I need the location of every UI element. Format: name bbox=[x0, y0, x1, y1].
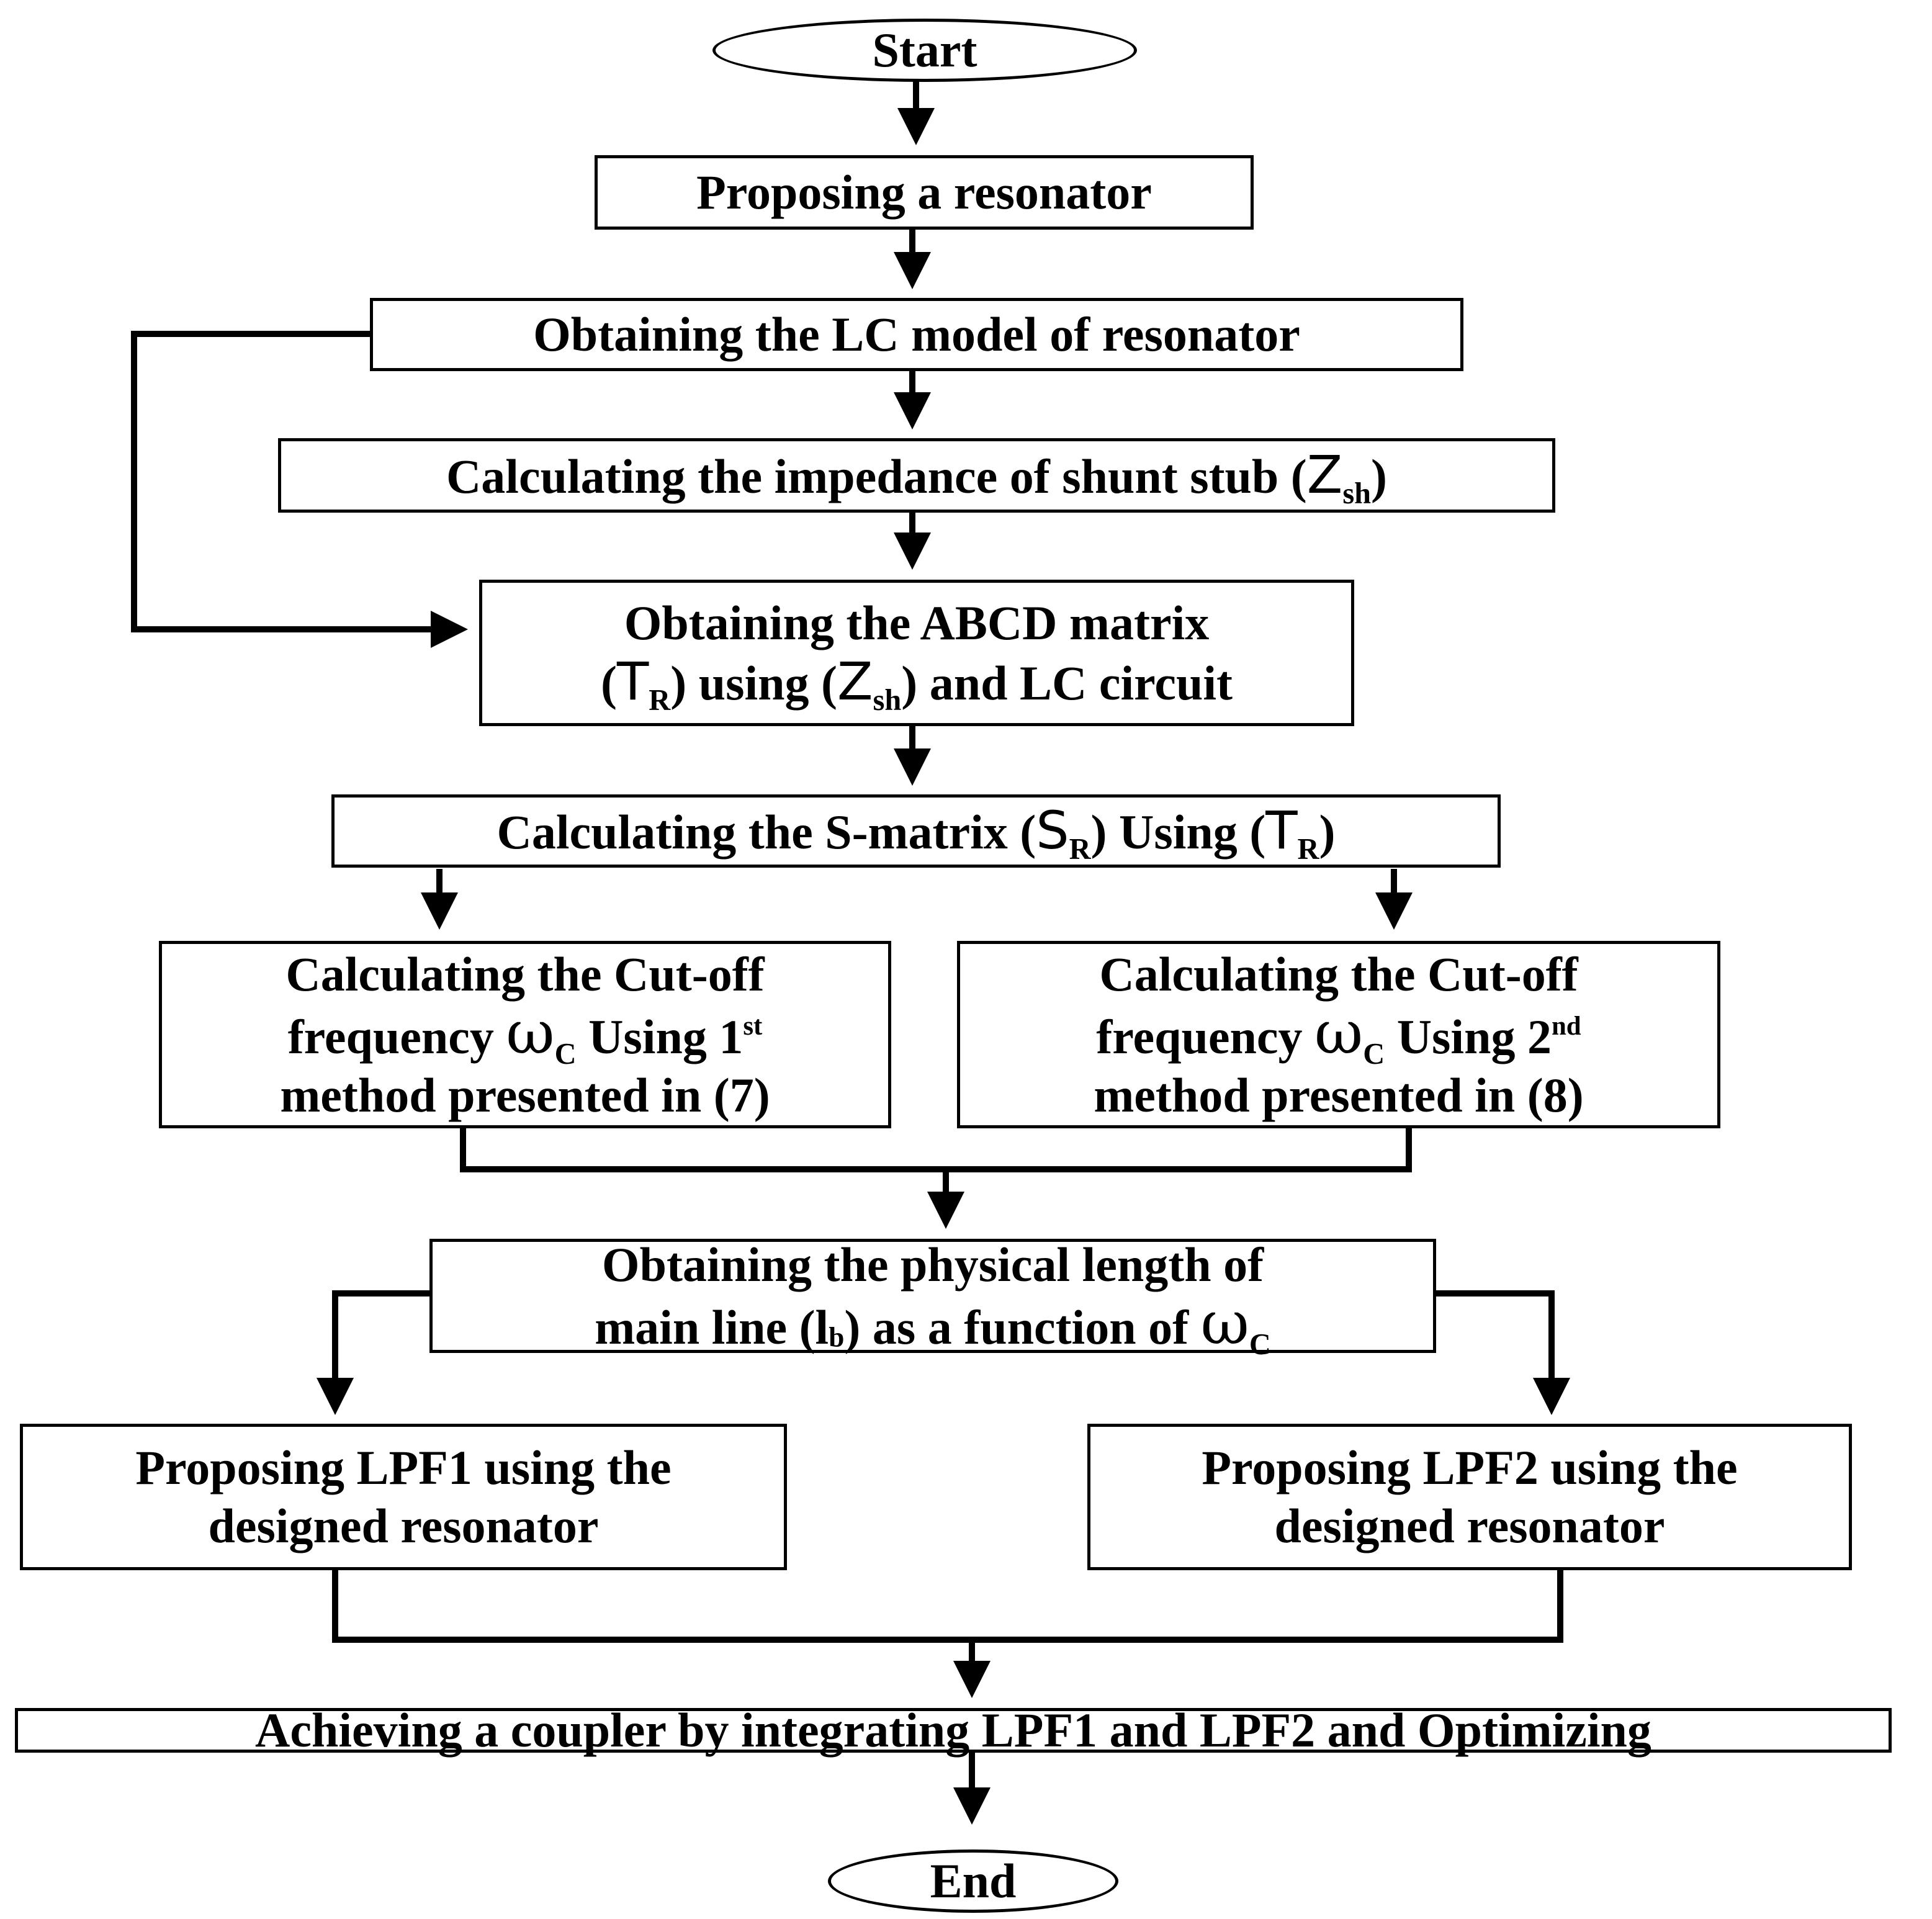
step-achieve-coupler-label: Achieving a coupler by integrating LPF1 … bbox=[255, 1703, 1651, 1757]
step-propose-resonator-label: Proposing a resonator bbox=[696, 165, 1152, 219]
step-physical-length: Obtaining the physical length of main li… bbox=[429, 1238, 1436, 1359]
arrow-step2-loop-to-step4 bbox=[131, 331, 468, 648]
step-s-matrix-label: Calculating the S-matrix (SR) Using (TR) bbox=[496, 799, 1336, 866]
step-lc-model-label: Obtaining the LC model of resonator bbox=[533, 307, 1300, 361]
step-s-matrix: Calculating the S-matrix (SR) Using (TR) bbox=[331, 794, 1501, 868]
step-propose-resonator: Proposing a resonator bbox=[595, 155, 1254, 230]
start-label: Start bbox=[872, 23, 977, 77]
step-abcd-matrix-label: Obtaining the ABCD matrix (TR) using (Zs… bbox=[601, 595, 1233, 717]
step-shunt-impedance-label: Calculating the impedance of shunt stub … bbox=[446, 444, 1388, 510]
arrow-step7-to-step8b bbox=[1436, 1290, 1570, 1415]
step-propose-lpf2-label: Proposing LPF2 using the designed resona… bbox=[1202, 1440, 1738, 1553]
step-propose-lpf2: Proposing LPF2 using the designed resona… bbox=[1087, 1424, 1852, 1570]
step-lc-model: Obtaining the LC model of resonator bbox=[370, 298, 1463, 371]
merge-line-step6 bbox=[460, 1127, 1412, 1172]
step-achieve-coupler: Achieving a coupler by integrating LPF1 … bbox=[15, 1703, 1892, 1757]
start-terminal: Start bbox=[712, 19, 1137, 82]
arrow-step7-to-step8a bbox=[317, 1290, 429, 1415]
step-cutoff-method2-label: Calculating the Cut-off frequency ωC Usi… bbox=[1094, 946, 1584, 1122]
step-cutoff-method1-label: Calculating the Cut-off frequency ωC Usi… bbox=[280, 946, 770, 1122]
step-cutoff-method1: Calculating the Cut-off frequency ωC Usi… bbox=[159, 941, 891, 1128]
end-terminal: End bbox=[828, 1849, 1118, 1913]
step-cutoff-method2: Calculating the Cut-off frequency ωC Usi… bbox=[957, 941, 1720, 1128]
step-propose-lpf1-label: Proposing LPF1 using the designed resona… bbox=[135, 1440, 672, 1553]
step-propose-lpf1: Proposing LPF1 using the designed resona… bbox=[20, 1424, 787, 1570]
step-abcd-matrix: Obtaining the ABCD matrix (TR) using (Zs… bbox=[479, 580, 1354, 726]
step-physical-length-label: Obtaining the physical length of main li… bbox=[595, 1237, 1271, 1361]
step-shunt-impedance: Calculating the impedance of shunt stub … bbox=[278, 438, 1555, 513]
merge-line-step8 bbox=[332, 1570, 1563, 1643]
end-label: End bbox=[930, 1854, 1017, 1908]
